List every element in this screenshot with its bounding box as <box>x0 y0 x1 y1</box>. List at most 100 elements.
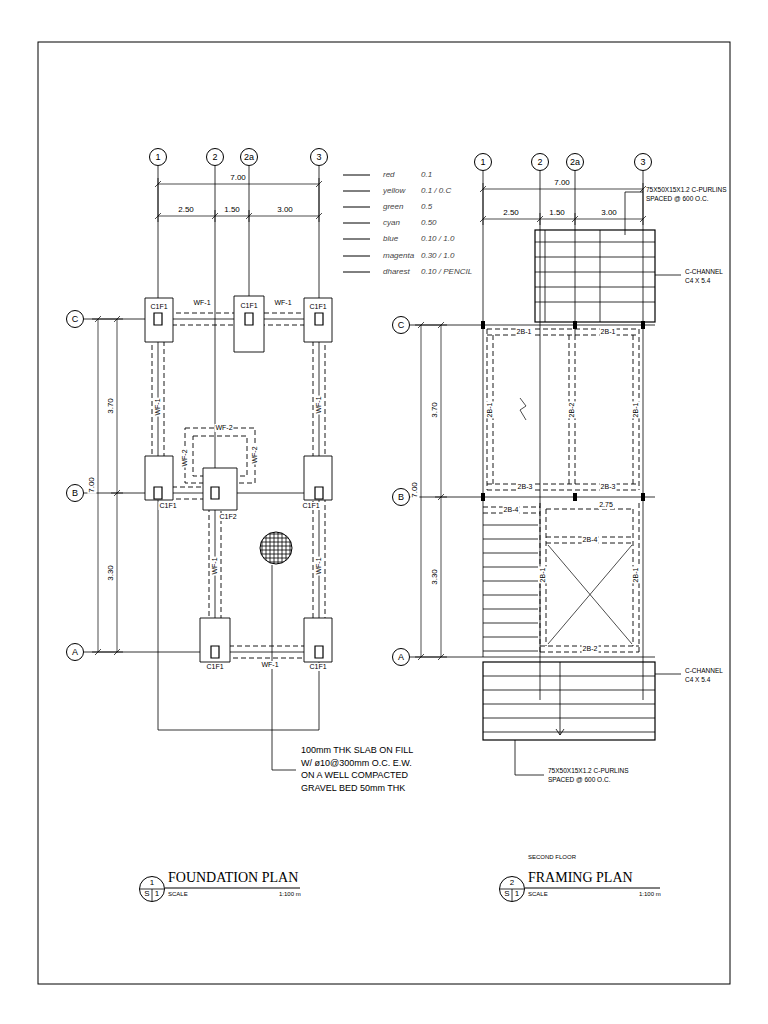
drawing-label: 2.75 <box>598 501 614 509</box>
line-weight-note: red <box>382 170 396 179</box>
grid-bubble: 2 <box>206 148 224 166</box>
line-weight-note: dharest <box>382 267 411 276</box>
sheet-number: 1 <box>513 890 521 898</box>
drawing-label: 7.00 <box>553 178 571 187</box>
grid-label: A <box>393 653 409 662</box>
drawing-label: WF-1 <box>315 556 323 575</box>
drawing-label: 1.50 <box>223 205 241 214</box>
sheet-number: 2 <box>500 879 524 887</box>
sheet-number: 1 <box>153 890 161 898</box>
grid-label: B <box>393 493 409 502</box>
drawing-label: 2B-1 <box>632 567 640 584</box>
drawing-title: FRAMING PLAN <box>527 870 634 886</box>
drawing-label: SECOND FLOOR <box>527 854 577 861</box>
grid-bubble: B <box>66 484 84 502</box>
sheet-number: 1 <box>140 879 164 887</box>
drawing-label: 1:100 m <box>638 891 662 898</box>
grid-bubble: A <box>66 643 84 661</box>
grid-bubble: 3 <box>310 148 328 166</box>
line-weight-note: yellow <box>382 186 406 195</box>
drawing-label: 7.00 <box>410 481 419 499</box>
drawing-label: C1F1 <box>149 303 168 311</box>
opening-mark <box>520 398 632 644</box>
detail-symbol: 1S1 <box>139 876 165 902</box>
drawing-label: 7.00 <box>87 476 96 494</box>
sheet-border <box>38 42 730 984</box>
slab-hatch-outline <box>260 532 292 564</box>
drawing-label: C1F1 <box>158 502 177 510</box>
grid-label: 1 <box>475 158 491 167</box>
dimension-line <box>92 178 322 655</box>
grid-bubble: B <box>392 488 410 506</box>
grid-label: 2 <box>532 158 548 167</box>
grid-label: 1 <box>150 153 166 162</box>
purlin <box>535 192 681 322</box>
grid-label: C <box>393 321 409 330</box>
grid-label: 2a <box>567 158 583 167</box>
grid-line <box>410 171 655 700</box>
drawing-label: WF-1 <box>192 299 211 307</box>
drawing-label: 3.00 <box>600 208 618 217</box>
grid-bubble: C <box>66 310 84 328</box>
line-weight-sample <box>343 175 370 272</box>
drawing-label: WF-1 <box>260 661 279 669</box>
title-underline <box>165 888 660 889</box>
drawing-label: WF-1 <box>211 556 219 575</box>
grid-bubble: 2a <box>566 153 584 171</box>
note-text: C-CHANNEL C4 X 5.4 <box>684 666 728 684</box>
line-weight-note: cyan <box>382 218 401 227</box>
drawing-label: 1.50 <box>548 208 566 217</box>
grid-bubble: 3 <box>634 153 652 171</box>
drawing-label: 2B-3 <box>517 483 534 491</box>
wall-footing <box>152 313 325 658</box>
drawing-label: 2.50 <box>177 205 195 214</box>
line-weight-note: 0.10 / 1.0 <box>420 234 455 243</box>
column-footing <box>145 296 332 662</box>
symbol-divider <box>500 889 524 901</box>
slab-hatch <box>258 530 294 566</box>
grid-label: 3 <box>311 153 327 162</box>
drawing-label: 1:100 m <box>278 891 302 898</box>
roof-framing <box>483 662 655 740</box>
grid-bubble: 1 <box>149 148 167 166</box>
line-weight-note: magenta <box>382 251 415 260</box>
drawing-label: 3.70 <box>430 401 439 419</box>
grid-label: 3 <box>635 158 651 167</box>
grid-label: B <box>67 489 83 498</box>
drawing-label: 2B-3 <box>600 483 617 491</box>
drawing-label: C1F1 <box>308 303 327 311</box>
drawing-label: SCALE <box>167 891 189 898</box>
note-text: 100mm THK SLAB ON FILL W/ ø10@300mm O.C.… <box>300 744 427 794</box>
line-weight-note: 0.1 <box>420 170 433 179</box>
drawing-label: 2B-1 <box>516 328 533 336</box>
drawing-title: FOUNDATION PLAN <box>167 870 299 886</box>
drawing-label: C1F1 <box>205 663 224 671</box>
drawing-label: 3.70 <box>106 397 115 415</box>
grid-bubble: C <box>392 316 410 334</box>
line-weight-note: 0.5 <box>420 202 433 211</box>
drawing-label: WF-2 <box>251 445 259 464</box>
line-weight-note: 0.50 <box>420 218 438 227</box>
drawing-label: 2B-2 <box>568 402 576 419</box>
drawing-label: C1F1 <box>301 502 320 510</box>
line-weight-note: 0.1 / 0.C <box>420 186 452 195</box>
grid-bubble: 2 <box>531 153 549 171</box>
note-text: C-CHANNEL C4 X 5.4 <box>684 267 728 285</box>
drawing-label: 7.00 <box>229 173 247 182</box>
drawing-label: 2B-4 <box>503 506 520 514</box>
note-text: 75X50X15X1.2 C-PURLINS SPACED @ 600 O.C. <box>645 185 732 203</box>
line-weight-note: 0.30 / 1.0 <box>420 251 455 260</box>
drawing-label: WF-2 <box>181 448 189 467</box>
grid-label: 2a <box>241 153 257 162</box>
drawing-label: SCALE <box>527 891 549 898</box>
grid-bubble: 2a <box>240 148 258 166</box>
grid-label: 2 <box>207 153 223 162</box>
drawing-label: 3.30 <box>106 564 115 582</box>
drawing-label: C1F2 <box>218 513 237 521</box>
drawing-label: 2B-4 <box>582 536 599 544</box>
sheet-number: S <box>503 890 511 898</box>
drawing-label: WF-1 <box>315 395 323 414</box>
drawing-label: 2.50 <box>502 208 520 217</box>
